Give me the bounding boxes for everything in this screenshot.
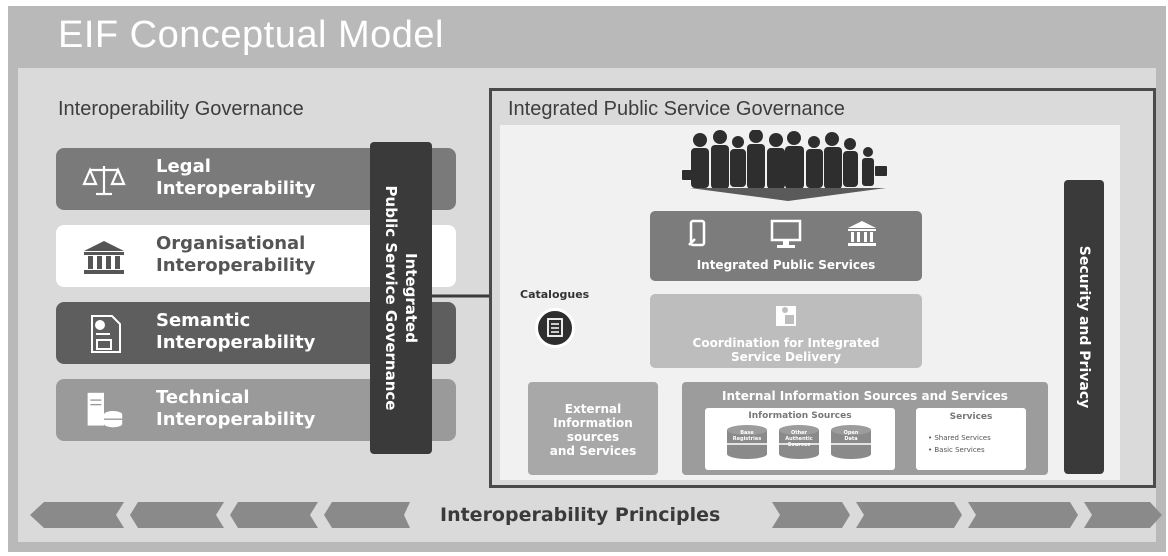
puzzle-icon: [776, 306, 796, 326]
catalogues-icon: [535, 308, 575, 348]
integrated-public-service-governance-bar: Integrated Public Service Governance: [370, 142, 432, 454]
shared-services-item: • Shared Services: [928, 434, 991, 442]
security-and-privacy-bar: Security and Privacy: [1064, 180, 1104, 474]
legal-label-line2: Interoperability: [156, 178, 316, 199]
interoperability-governance-title: Interoperability Governance: [58, 98, 304, 120]
legal-label-line1: Legal: [156, 156, 211, 177]
technical-label-line2: Interoperability: [156, 409, 316, 430]
base-registries-database: Base Registries: [726, 424, 768, 460]
external-line1: External: [564, 402, 622, 416]
organisational-label-line2: Interoperability: [156, 255, 316, 276]
computer-icon: [770, 219, 802, 248]
open-data-database: Open Data: [830, 424, 872, 460]
catalogues-label: Catalogues: [520, 288, 590, 301]
coordination-label-line2: Service Delivery: [730, 350, 842, 364]
information-sources-label: Information Sources: [748, 411, 852, 421]
integrated-public-services-box: Integrated Public Services: [650, 211, 922, 281]
source-label-line1: Other: [790, 430, 808, 436]
external-line4: and Services: [549, 444, 637, 458]
institution-icon: [848, 221, 876, 246]
source-label-line2: Authentic: [785, 436, 813, 442]
organisational-label-line1: Organisational: [156, 233, 306, 254]
model-title: EIF Conceptual Model: [58, 14, 444, 56]
internal-title: Internal Information Sources and Service…: [722, 389, 1008, 403]
scales-icon: [82, 166, 126, 196]
institution-icon: [84, 241, 124, 274]
mobile-icon: [688, 219, 706, 247]
semantic-label-line2: Interoperability: [156, 332, 316, 353]
other-authentic-sources-database: Other Authentic Sources: [778, 424, 820, 460]
server-database-icon: [87, 392, 123, 428]
integrated-public-services-label: Integrated Public Services: [696, 258, 876, 272]
ipsg-title: Integrated Public Service Governance: [508, 98, 845, 120]
source-label-line2: Registries: [732, 436, 762, 442]
source-label-line3: Sources: [787, 442, 811, 448]
document-chart-icon: [91, 315, 121, 353]
services-box: Services • Shared Services • Basic Servi…: [916, 408, 1026, 470]
source-label-line1: Open: [843, 430, 859, 436]
citizens-arrow: [690, 188, 886, 201]
shared-services-label: Shared Services: [934, 434, 991, 442]
interoperability-principles-label: Interoperability Principles: [440, 504, 721, 526]
services-label: Services: [949, 412, 993, 422]
technical-label-line1: Technical: [156, 387, 250, 408]
external-line3: sources: [566, 430, 620, 444]
external-line2: Information: [553, 416, 633, 430]
source-label-line2: Data: [844, 436, 858, 442]
basic-services-label: Basic Services: [934, 446, 985, 454]
coordination-label-line1: Coordination for Integrated: [692, 336, 880, 350]
citizens-businesses-icon: [682, 130, 887, 189]
source-label-line1: Base: [740, 430, 754, 436]
semantic-label-line1: Semantic: [156, 310, 251, 331]
coordination-box: Coordination for Integrated Service Deli…: [650, 294, 922, 368]
basic-services-item: • Basic Services: [928, 446, 985, 454]
external-information-sources-box: External Information sources and Service…: [528, 382, 658, 475]
